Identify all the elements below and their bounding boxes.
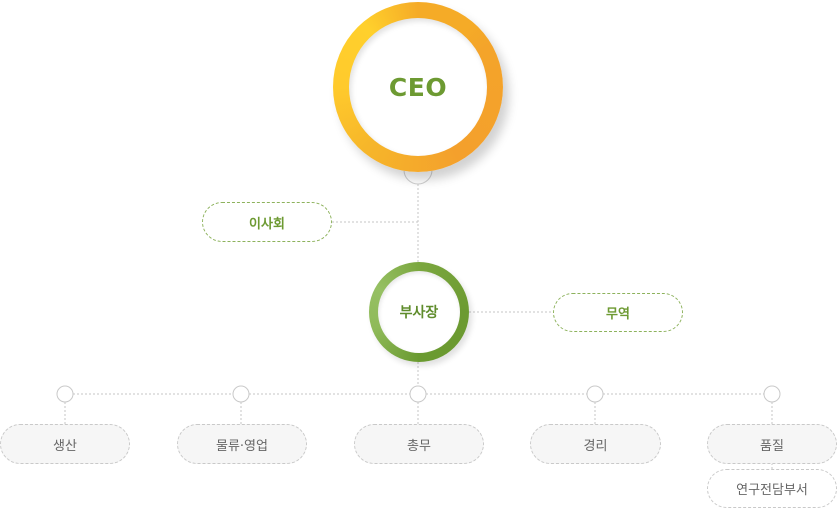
ceo-node: CEO	[333, 2, 503, 172]
department-general-affairs: 총무	[354, 424, 484, 464]
ceo-node-inner: CEO	[349, 18, 487, 156]
rnd-department-label: 연구전담부서	[736, 483, 808, 498]
trade-label: 무역	[606, 307, 630, 322]
vice-president-label: 부사장	[399, 305, 439, 321]
department-label: 품질	[760, 438, 784, 454]
connector-node-logistics	[232, 385, 250, 403]
board-node: 이사회	[202, 202, 332, 242]
department-logistics-sales: 물류·영업	[177, 424, 307, 464]
department-production: 생산	[0, 424, 130, 464]
department-quality: 품질	[707, 424, 837, 464]
rnd-department-node: 연구전담부서	[707, 469, 837, 508]
connector-node-production	[56, 385, 74, 403]
connector-node-accounting	[586, 385, 604, 403]
vice-president-node-inner: 부사장	[378, 271, 460, 353]
department-label: 경리	[583, 438, 608, 454]
ceo-label: CEO	[388, 72, 448, 102]
department-label: 총무	[407, 438, 431, 454]
connector-node-quality	[763, 385, 781, 403]
connector-node-general-affairs	[409, 385, 427, 403]
department-label: 생산	[53, 438, 77, 454]
trade-node: 무역	[553, 293, 683, 332]
board-label: 이사회	[249, 216, 285, 232]
vice-president-node: 부사장	[369, 262, 469, 362]
department-accounting: 경리	[530, 424, 661, 464]
department-label: 물류·영업	[216, 438, 268, 454]
